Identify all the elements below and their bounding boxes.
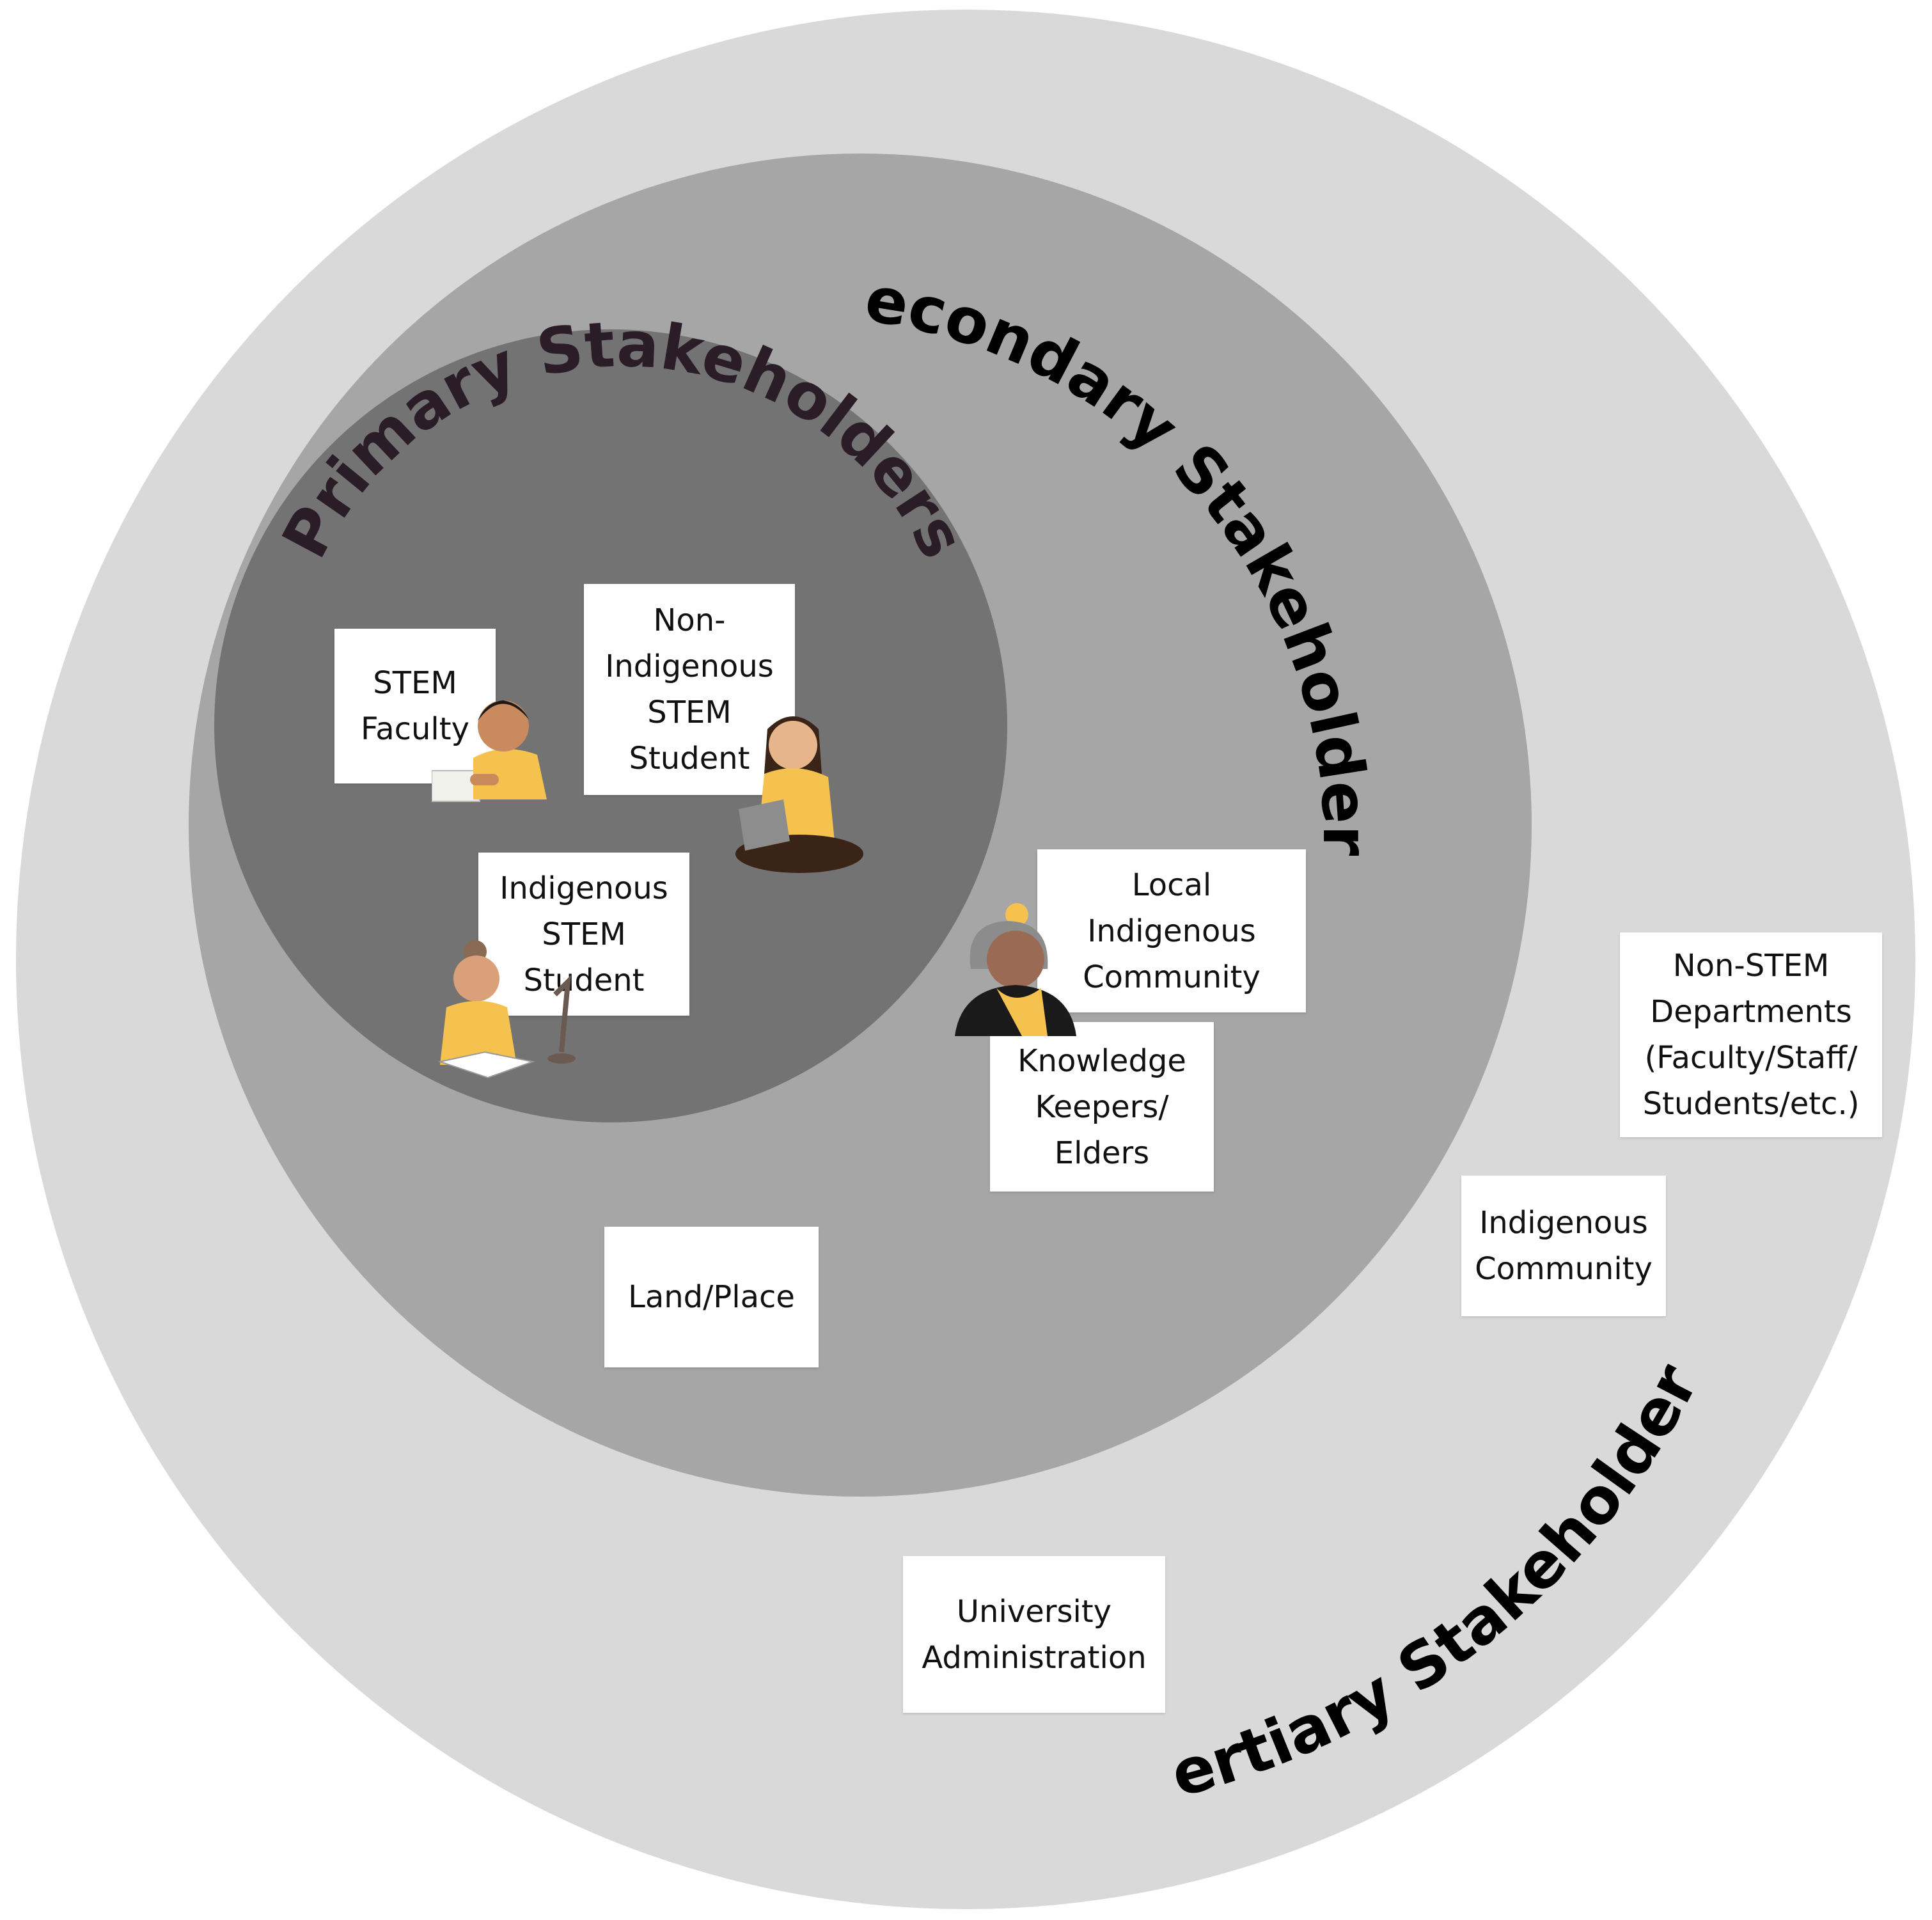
card-line: Community <box>1475 1251 1653 1287</box>
card-line: Land/Place <box>628 1279 795 1315</box>
card-line: Student <box>629 741 750 776</box>
card-knowledge-keepers-elders: Knowledge Keepers/ Elders <box>990 1022 1214 1192</box>
card-non-stem-departments-text: Non-STEM Departments (Faculty/Staff/ Stu… <box>1643 943 1860 1127</box>
card-line: Knowledge <box>1017 1043 1186 1079</box>
elder-figure-icon <box>955 903 1076 1036</box>
card-line: (Faculty/Staff/ <box>1644 1040 1858 1076</box>
card-line: STEM <box>373 665 457 701</box>
student-laptop-figure-icon <box>735 716 863 873</box>
card-line: Student <box>523 962 645 998</box>
card-line: Faculty <box>361 711 469 747</box>
card-indigenous-stem-student-text: Indigenous STEM Student <box>499 865 668 1003</box>
card-line: Indigenous <box>605 649 774 684</box>
card-line: STEM <box>647 695 732 730</box>
faculty-writing-figure-icon <box>432 700 547 802</box>
card-line: STEM <box>542 916 626 952</box>
card-line: Elders <box>1054 1135 1150 1171</box>
card-university-administration-text: University Administration <box>922 1589 1146 1681</box>
card-line: Departments <box>1650 994 1852 1030</box>
card-line: Non- <box>653 602 726 638</box>
card-land-place: Land/Place <box>604 1227 819 1367</box>
card-land-place-text: Land/Place <box>628 1274 795 1320</box>
card-stem-faculty: STEM Faculty <box>334 629 496 783</box>
card-non-stem-departments: Non-STEM Departments (Faculty/Staff/ Stu… <box>1620 932 1882 1137</box>
card-line: University <box>956 1593 1112 1630</box>
card-local-indigenous-community: Local Indigenous Community <box>1037 849 1306 1012</box>
card-line: Indigenous <box>499 870 668 906</box>
card-indigenous-stem-student: Indigenous STEM Student <box>478 853 689 1016</box>
card-line: Community <box>1083 959 1261 995</box>
student-reading-figure-icon <box>437 940 576 1079</box>
card-indigenous-community-text: Indigenous Community <box>1475 1200 1653 1292</box>
card-university-administration: University Administration <box>903 1556 1165 1713</box>
card-indigenous-community: Indigenous Community <box>1461 1176 1666 1316</box>
card-knowledge-keepers-elders-text: Knowledge Keepers/ Elders <box>1017 1038 1186 1176</box>
card-line: Indigenous <box>1087 913 1256 949</box>
card-stem-faculty-text: STEM Faculty <box>361 660 469 752</box>
card-non-indigenous-stem-student: Non- Indigenous STEM Student <box>584 584 795 795</box>
card-line: Local <box>1131 867 1212 903</box>
card-local-indigenous-community-text: Local Indigenous Community <box>1083 862 1261 1000</box>
card-line: Indigenous <box>1479 1205 1648 1241</box>
card-line: Keepers/ <box>1035 1089 1169 1125</box>
card-non-indigenous-stem-student-text: Non- Indigenous STEM Student <box>605 597 774 782</box>
card-line: Students/etc.) <box>1642 1086 1860 1122</box>
card-line: Non-STEM <box>1672 948 1830 984</box>
card-line: Administration <box>922 1639 1147 1676</box>
